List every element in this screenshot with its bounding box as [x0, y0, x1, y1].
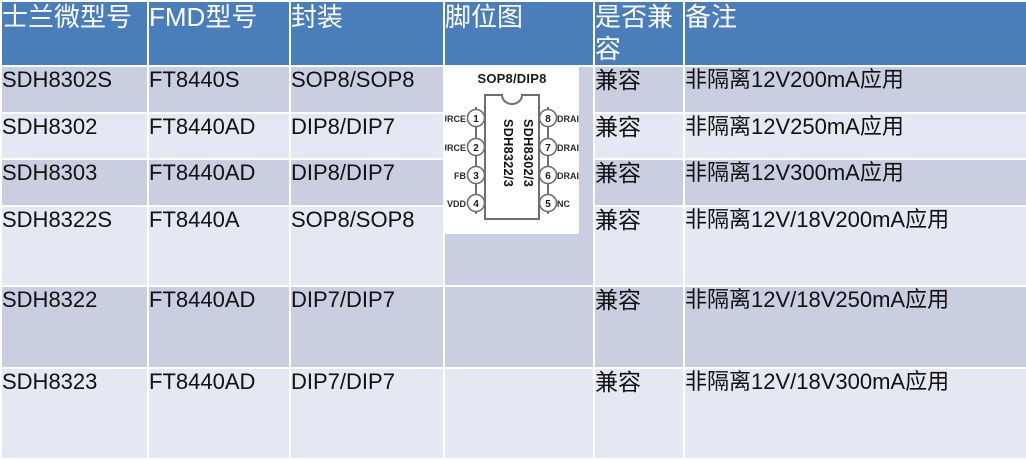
cell-fmd-model: FT8440AD — [149, 369, 289, 458]
table-row: SDH8302 FT8440AD DIP8/DIP7 兼容 非隔离12V250m… — [2, 113, 1026, 159]
cell-compatible: 兼容 — [595, 206, 683, 286]
column-header-fmd-cjk: 型号 — [205, 3, 258, 32]
cell-remark: 非隔离12V/18V300mA应用 — [685, 369, 1026, 458]
table-row: SDH8322 FT8440AD DIP7/DIP7 兼容 非隔离12V/18V… — [2, 287, 1026, 368]
table-row: SDH8302S FT8440S SOP8/SOP8 SOP8/DIP8 — [2, 67, 1026, 286]
cell-package: SOP8/SOP8 — [291, 206, 443, 286]
column-header-package: 封装 — [291, 2, 443, 66]
column-header-fmd-latin: FMD — [149, 2, 206, 32]
cell-remark: 非隔离12V300mA应用 — [685, 160, 1026, 205]
cell-sl-model: SDH8323 — [2, 369, 147, 458]
pin-number-8: 8 — [545, 114, 551, 125]
pin-label-nc: NC — [557, 199, 570, 209]
cell-fmd-model: FT8440AD — [149, 160, 289, 205]
cell-pin-diagram: SOP8/DIP8 — [445, 67, 593, 286]
pin-number-1: 1 — [473, 114, 479, 125]
cell-remark: 非隔离12V/18V250mA应用 — [685, 287, 1026, 368]
cell-package: DIP8/DIP7 — [291, 160, 443, 205]
cell-remark: 非隔离12V200mA应用 — [685, 67, 1026, 112]
column-header-pin-diagram: 脚位图 — [445, 2, 593, 66]
cell-fmd-model: FT8440S — [149, 67, 289, 112]
chip-label-right: SDH8302/3 — [521, 119, 535, 187]
cell-pin-diagram-empty — [445, 369, 593, 458]
cell-package: DIP8/DIP7 — [291, 113, 443, 159]
cell-package: DIP7/DIP7 — [291, 287, 443, 368]
cell-fmd-model: FT8440A — [149, 206, 289, 286]
pin-label-fb: FB — [454, 171, 466, 181]
column-header-compatible: 是否兼容 — [595, 2, 683, 66]
cell-fmd-model: FT8440AD — [149, 287, 289, 368]
cell-compatible: 兼容 — [595, 369, 683, 458]
cell-compatible: 兼容 — [595, 287, 683, 368]
pin-number-4: 4 — [473, 199, 479, 210]
pin-number-6: 6 — [545, 171, 551, 182]
cell-sl-model: SDH8322 — [2, 287, 147, 368]
cell-sl-model: SDH8302S — [2, 67, 147, 112]
cell-sl-model: SDH8303 — [2, 160, 147, 205]
cell-compatible: 兼容 — [595, 67, 683, 112]
cell-compatible: 兼容 — [595, 160, 683, 205]
cell-compatible: 兼容 — [595, 113, 683, 159]
pin-label-source-2: SOURCE — [445, 143, 466, 153]
pin-diagram-svg: 1 2 3 4 8 7 6 5 SOURCE SOURCE FB VDD — [445, 94, 579, 221]
pin-label-vdd: VDD — [447, 199, 467, 209]
table-row: SDH8323 FT8440AD DIP7/DIP7 兼容 非隔离12V/18V… — [2, 369, 1026, 458]
cell-pin-diagram-empty — [445, 287, 593, 368]
pin-diagram-title: SOP8/DIP8 — [477, 71, 547, 87]
table-row: SDH8303 FT8440AD DIP8/DIP7 兼容 非隔离12V300m… — [2, 160, 1026, 205]
column-header-sl-model: 士兰微型号 — [2, 2, 147, 66]
cell-sl-model: SDH8322S — [2, 206, 147, 286]
table-header: 士兰微型号 FMD型号 封装 脚位图 是否兼容 备注 — [2, 2, 1026, 66]
header-row: 士兰微型号 FMD型号 封装 脚位图 是否兼容 备注 — [2, 2, 1026, 66]
cell-package: SOP8/SOP8 — [291, 67, 443, 112]
pin-label-source-1: SOURCE — [445, 114, 466, 124]
pin-diagram-image: SOP8/DIP8 — [445, 67, 579, 235]
table-body: SDH8302S FT8440S SOP8/SOP8 SOP8/DIP8 — [2, 67, 1026, 458]
cell-remark: 非隔离12V250mA应用 — [685, 113, 1026, 159]
table-row: SDH8322S FT8440A SOP8/SOP8 兼容 非隔离12V/18V… — [2, 206, 1026, 286]
cell-sl-model: SDH8302 — [2, 113, 147, 159]
pin-number-3: 3 — [473, 171, 479, 182]
cell-package: DIP7/DIP7 — [291, 369, 443, 458]
pin-number-5: 5 — [545, 199, 551, 210]
chip-label-left: SDH8322/3 — [501, 119, 515, 187]
cell-remark: 非隔离12V/18V200mA应用 — [685, 206, 1026, 286]
column-header-remark: 备注 — [685, 2, 1026, 66]
pin-number-2: 2 — [473, 143, 479, 154]
column-header-fmd-model: FMD型号 — [149, 2, 289, 66]
pin-number-7: 7 — [545, 143, 551, 154]
cell-fmd-model: FT8440AD — [149, 113, 289, 159]
